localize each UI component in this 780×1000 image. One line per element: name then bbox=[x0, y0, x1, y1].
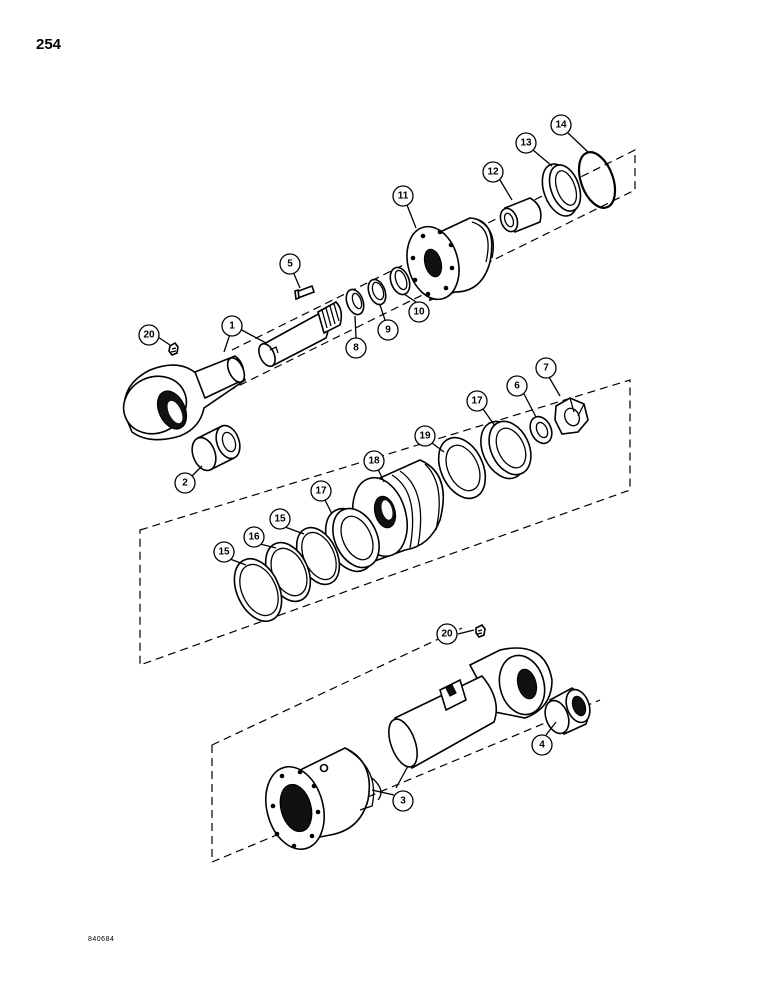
callout-14: 14 bbox=[550, 114, 572, 136]
callout-8: 8 bbox=[345, 337, 367, 359]
piston-18 bbox=[352, 459, 444, 564]
drawing-code: 840684 bbox=[88, 936, 115, 943]
callout-6: 6 bbox=[506, 375, 528, 397]
bushing-12 bbox=[499, 197, 542, 234]
svg-text:3: 3 bbox=[400, 796, 406, 807]
svg-text:19: 19 bbox=[419, 431, 431, 442]
middle-group-outline bbox=[139, 379, 631, 666]
leader-lines bbox=[157, 132, 589, 796]
svg-text:17: 17 bbox=[471, 396, 483, 407]
svg-text:15: 15 bbox=[218, 547, 230, 558]
piston-rod bbox=[258, 301, 343, 368]
callout-13: 13 bbox=[515, 132, 537, 154]
eye-bushing-4 bbox=[544, 687, 591, 736]
svg-text:20: 20 bbox=[143, 330, 155, 341]
svg-text:13: 13 bbox=[520, 138, 532, 149]
callout-11: 11 bbox=[392, 185, 414, 207]
callout-17-left: 17 bbox=[310, 480, 332, 502]
svg-text:17: 17 bbox=[315, 486, 327, 497]
svg-text:20: 20 bbox=[441, 629, 453, 640]
callout-1: 1 bbox=[221, 315, 243, 337]
svg-text:14: 14 bbox=[555, 120, 567, 131]
svg-text:11: 11 bbox=[398, 191, 409, 202]
svg-text:9: 9 bbox=[385, 325, 391, 336]
washer-6 bbox=[529, 415, 553, 445]
callout-3: 3 bbox=[392, 790, 414, 812]
piston-ring-19 bbox=[437, 436, 487, 500]
bolt bbox=[294, 284, 316, 301]
seal-ring-8 bbox=[345, 288, 365, 316]
callout-16: 16 bbox=[243, 526, 265, 548]
grease-fitting-upper bbox=[168, 341, 179, 356]
lower-group-outline bbox=[211, 627, 601, 863]
svg-text:16: 16 bbox=[248, 532, 260, 543]
callout-19: 19 bbox=[414, 425, 436, 447]
page-number: 254 bbox=[36, 36, 62, 53]
svg-text:8: 8 bbox=[353, 343, 359, 354]
callout-18: 18 bbox=[363, 450, 385, 472]
callout-9: 9 bbox=[377, 319, 399, 341]
svg-text:4: 4 bbox=[539, 740, 545, 751]
grease-fitting-lower bbox=[475, 623, 486, 638]
rod-eye bbox=[122, 355, 247, 441]
callout-5: 5 bbox=[279, 253, 301, 275]
callout-2: 2 bbox=[174, 472, 196, 494]
svg-text:6: 6 bbox=[514, 381, 520, 392]
callout-17-right: 17 bbox=[466, 390, 488, 412]
svg-text:5: 5 bbox=[287, 259, 293, 270]
cylinder-barrel-tube bbox=[388, 675, 498, 770]
svg-text:7: 7 bbox=[543, 363, 549, 374]
callout-20-lower: 20 bbox=[436, 623, 458, 645]
eye-bushing-2 bbox=[191, 424, 241, 472]
piston-ring-17-right bbox=[480, 420, 532, 480]
svg-text:1: 1 bbox=[229, 321, 235, 332]
callout-15-left: 15 bbox=[213, 541, 235, 563]
callout-10: 10 bbox=[408, 301, 430, 323]
snap-ring-14 bbox=[577, 151, 617, 209]
callout-7: 7 bbox=[535, 357, 557, 379]
callout-4: 4 bbox=[531, 734, 553, 756]
cylinder-barrel-head-end bbox=[265, 747, 382, 851]
svg-text:10: 10 bbox=[413, 307, 425, 318]
nut-7 bbox=[554, 397, 589, 435]
svg-text:2: 2 bbox=[182, 478, 188, 489]
callout-12: 12 bbox=[482, 161, 504, 183]
cylinder-barrel-base-eye bbox=[468, 647, 553, 719]
svg-text:12: 12 bbox=[487, 167, 499, 178]
svg-text:15: 15 bbox=[274, 514, 286, 525]
wear-ring-13 bbox=[541, 163, 582, 217]
seal-ring-15-left bbox=[233, 558, 283, 622]
callout-15-right: 15 bbox=[269, 508, 291, 530]
cylinder-head bbox=[406, 217, 495, 302]
svg-text:18: 18 bbox=[368, 456, 380, 467]
seal-ring-9 bbox=[367, 278, 387, 306]
callout-20-upper: 20 bbox=[138, 324, 160, 346]
